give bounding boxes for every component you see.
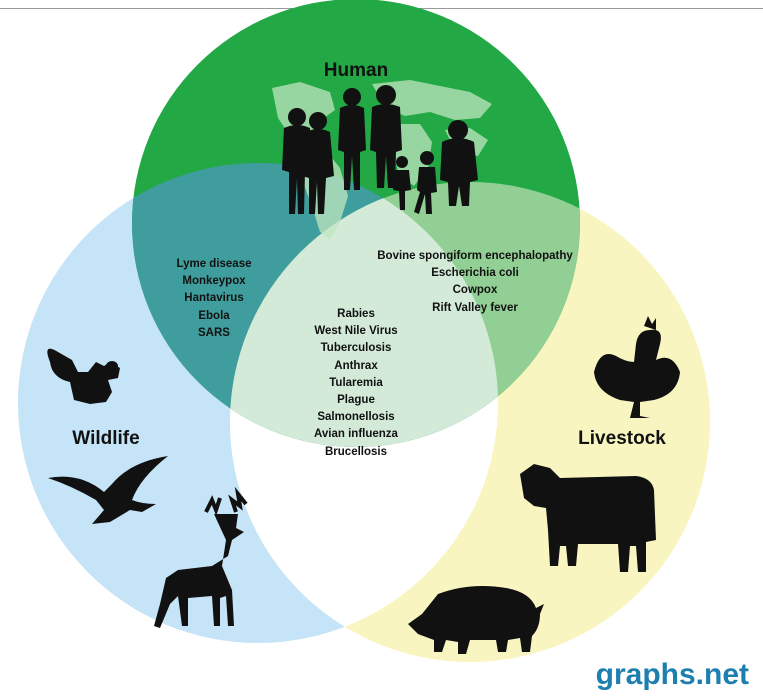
list-item: Salmonellosis bbox=[317, 411, 395, 424]
list-item: SARS bbox=[198, 326, 230, 339]
wildlife-label: Wildlife bbox=[72, 428, 140, 449]
human-wildlife-list: Lyme disease Monkeypox Hantavirus Ebola … bbox=[154, 256, 274, 342]
list-item: Ebola bbox=[198, 309, 230, 322]
livestock-label: Livestock bbox=[578, 428, 666, 449]
list-item: Escherichia coli bbox=[431, 267, 519, 280]
list-item: Monkeypox bbox=[182, 275, 246, 288]
list-item: Rift Valley fever bbox=[432, 301, 518, 314]
list-item: Tularemia bbox=[329, 376, 383, 389]
list-item: Lyme disease bbox=[176, 258, 252, 270]
list-item: Plague bbox=[337, 394, 375, 407]
deer-icon bbox=[154, 486, 248, 628]
squirrel-icon bbox=[47, 348, 121, 404]
list-item: Tuberculosis bbox=[320, 342, 392, 355]
human-label: Human bbox=[323, 60, 389, 81]
watermark: graphs.net bbox=[595, 658, 749, 691]
human-livestock-list: Bovine spongiform encephalopathy Escheri… bbox=[368, 248, 582, 317]
bird-icon bbox=[48, 456, 168, 524]
rooster-icon bbox=[594, 316, 680, 418]
cow-icon bbox=[520, 464, 656, 572]
list-item: Rabies bbox=[337, 308, 375, 320]
people-silhouettes-icon bbox=[282, 85, 478, 214]
list-item: Cowpox bbox=[452, 284, 498, 297]
pig-icon bbox=[408, 586, 544, 654]
list-item: Hantavirus bbox=[184, 292, 244, 305]
list-item: West Nile Virus bbox=[314, 325, 398, 338]
list-item: Bovine spongiform encephalopathy bbox=[377, 250, 573, 262]
all-three-list: Rabies West Nile Virus Tuberculosis Anth… bbox=[296, 306, 416, 461]
list-item: Brucellosis bbox=[325, 445, 387, 458]
list-item: Avian influenza bbox=[314, 428, 398, 441]
list-item: Anthrax bbox=[334, 359, 378, 372]
